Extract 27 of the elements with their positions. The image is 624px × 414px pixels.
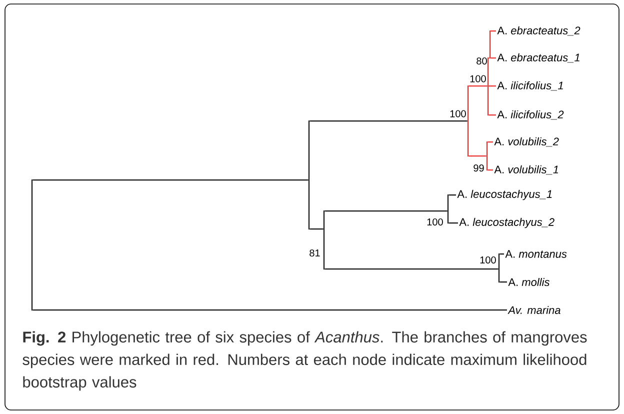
taxon-label: A. volubilis_1 xyxy=(494,165,558,175)
branch-line xyxy=(324,210,448,212)
caption: Fig. 2 Phylogenetic tree of six species of Acanthus. The branches of mangroves species were marked in red. Numbers at each node indicate maximum likelihood bootstrap values xyxy=(22,331,587,391)
taxon-label: A. leucostachyus_2 xyxy=(459,218,554,228)
taxon-label: A. ebracteatus_2 xyxy=(497,26,580,36)
taxon-label: A. ebracteatus_1 xyxy=(497,53,580,63)
branch-line xyxy=(324,268,499,270)
bootstrap-value: 100 xyxy=(470,75,486,82)
taxon-label: A. ilicifolius_1 xyxy=(497,81,563,91)
taxon-label: A. volubilis_2 xyxy=(494,137,559,147)
bootstrap-value: 100 xyxy=(450,110,466,118)
taxon-label: A. ilicifolius_2 xyxy=(497,110,564,120)
branch-line xyxy=(448,222,458,224)
branch-line xyxy=(309,120,468,122)
taxon-label: Av. marina xyxy=(508,306,560,314)
branch-line xyxy=(448,194,456,196)
branch-line xyxy=(309,228,324,230)
bootstrap-value: 100 xyxy=(427,218,443,226)
bootstrap-value: 80 xyxy=(476,57,487,65)
taxon-label: A. mollis xyxy=(508,278,550,286)
branch-line xyxy=(488,114,496,116)
taxon-label: A. montanus xyxy=(505,250,567,258)
bootstrap-value: 81 xyxy=(310,249,320,257)
bootstrap-value: 100 xyxy=(480,256,496,264)
bootstrap-value: 99 xyxy=(474,164,484,172)
taxon-label: A. leucostachyus_1 xyxy=(457,190,552,200)
branch-line xyxy=(490,30,496,32)
